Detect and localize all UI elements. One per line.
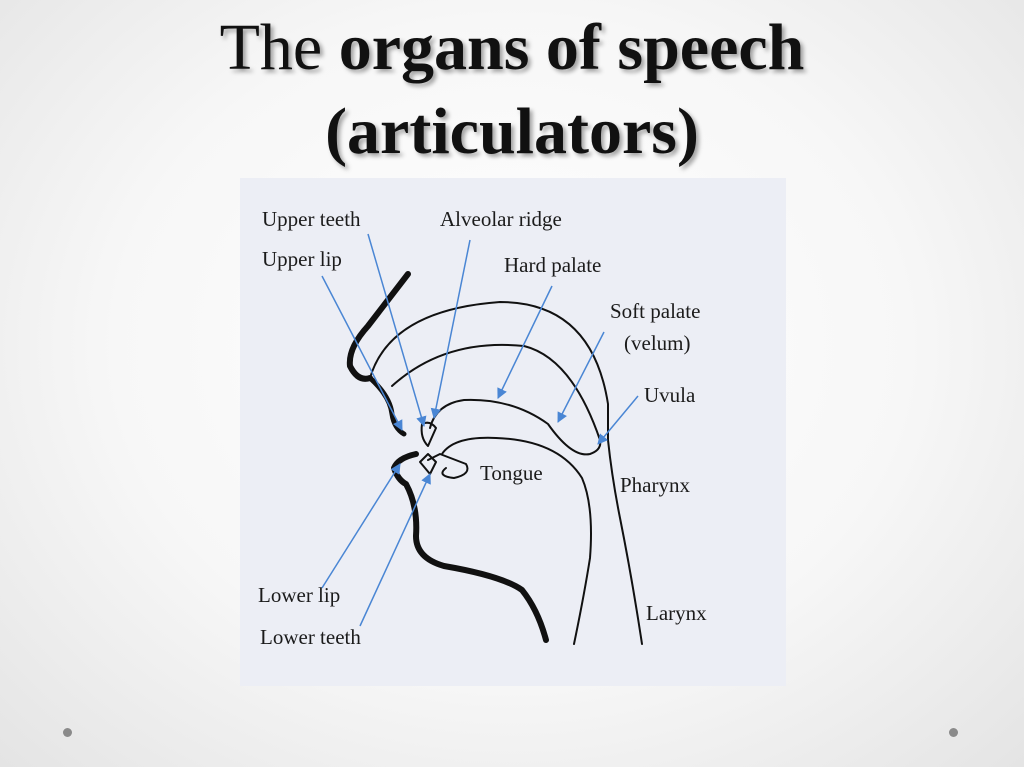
arrow-hard-palate bbox=[497, 285, 553, 399]
diagram-labels: Upper teeth Upper lip Alveolar ridge Har… bbox=[258, 207, 707, 649]
label-velum: (velum) bbox=[624, 331, 690, 355]
label-soft-palate: Soft palate bbox=[610, 299, 700, 323]
palate-line bbox=[391, 343, 602, 456]
label-upper-teeth: Upper teeth bbox=[262, 207, 361, 231]
upper-teeth-outline bbox=[420, 421, 437, 447]
arrow-lower-teeth bbox=[359, 473, 431, 627]
anatomy-outline bbox=[346, 271, 643, 645]
pointer-arrows bbox=[321, 233, 639, 627]
label-lower-lip: Lower lip bbox=[258, 583, 340, 607]
title-prefix: The bbox=[219, 11, 323, 84]
arrow-alveolar-ridge bbox=[430, 239, 471, 420]
label-larynx: Larynx bbox=[646, 601, 707, 625]
bullet-dot-right bbox=[949, 728, 958, 737]
nasal-cavity-line bbox=[369, 301, 609, 441]
lower-teeth-outline bbox=[419, 453, 437, 475]
arrow-upper-teeth bbox=[367, 233, 427, 428]
arrow-soft-palate bbox=[557, 331, 605, 423]
pharynx-wall bbox=[607, 439, 643, 645]
speech-organs-figure: Upper teeth Upper lip Alveolar ridge Har… bbox=[240, 178, 786, 686]
label-pharynx: Pharynx bbox=[620, 473, 690, 497]
label-hard-palate: Hard palate bbox=[504, 253, 601, 277]
label-alveolar-ridge: Alveolar ridge bbox=[440, 207, 562, 231]
label-upper-lip: Upper lip bbox=[262, 247, 342, 271]
arrow-lower-lip bbox=[321, 463, 401, 589]
speech-organs-diagram: Upper teeth Upper lip Alveolar ridge Har… bbox=[258, 207, 707, 649]
tongue-outline bbox=[441, 436, 592, 645]
tongue-tip bbox=[427, 453, 469, 479]
title-emphasis: organs of speech bbox=[338, 11, 805, 84]
label-lower-teeth: Lower teeth bbox=[260, 625, 361, 649]
label-uvula: Uvula bbox=[644, 383, 696, 407]
slide-title: The organs of speech (articulators) bbox=[0, 6, 1024, 174]
nose-outline bbox=[346, 271, 411, 382]
arrow-upper-lip bbox=[321, 275, 403, 431]
label-tongue: Tongue bbox=[480, 461, 543, 485]
title-line2: (articulators) bbox=[325, 95, 699, 168]
bullet-dot-left bbox=[63, 728, 72, 737]
arrow-uvula bbox=[597, 395, 639, 445]
